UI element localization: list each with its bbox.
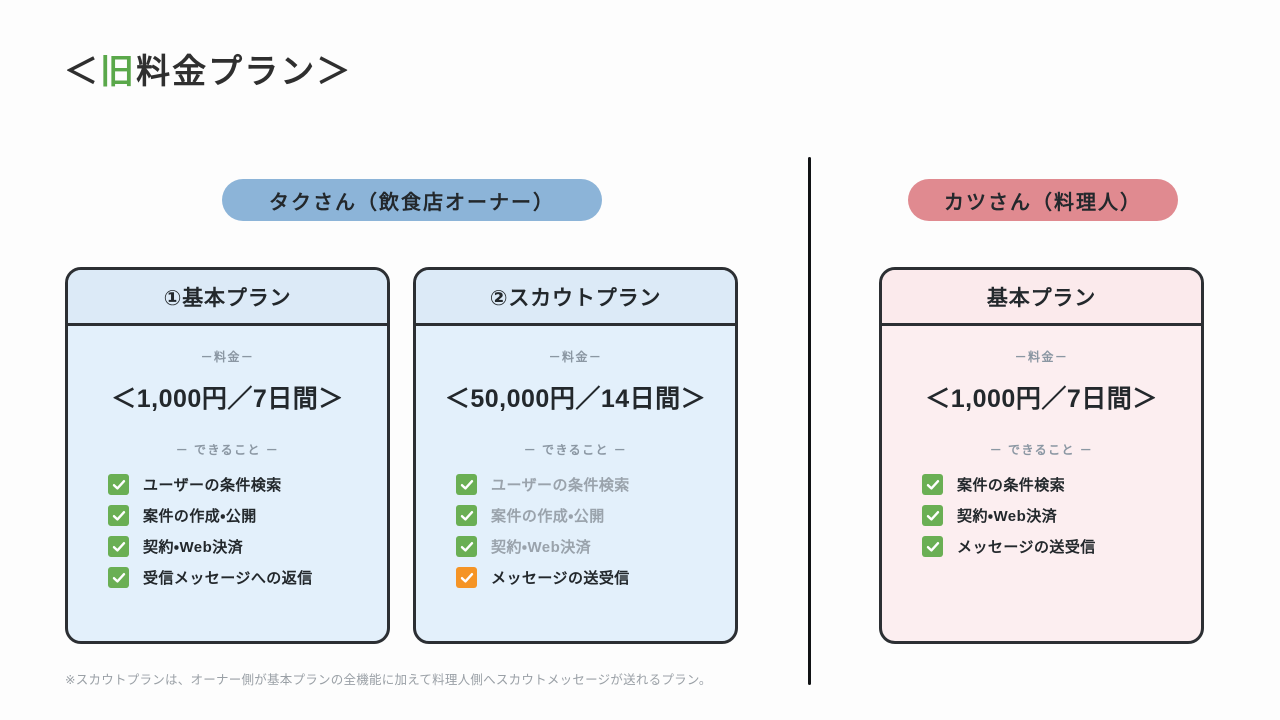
feature-item: ユーザーの条件検索 [108,474,387,495]
feature-label: メッセージの送受信 [491,570,630,587]
features-section-label: － できること － [175,443,280,457]
check-icon [108,567,129,588]
plan-card-body: －料金－ ＜1,000円／7日間＞ － できること － ユーザーの条件検索 案件… [68,326,387,641]
feature-item: 契約・Web決済 [108,536,387,557]
price-section-label: －料金－ [548,350,603,364]
plan-card-chef-basic[interactable]: 基本プラン －料金－ ＜1,000円／7日間＞ － できること － 案件の条件検… [879,267,1204,644]
persona-badge-owner: タクさん（飲食店オーナー） [222,179,602,221]
check-icon [456,567,477,588]
plan-card-header: ②スカウトプラン [416,270,735,326]
section-divider [808,157,811,685]
price-section-label: －料金－ [1014,350,1069,364]
plan-card-owner-basic[interactable]: ①基本プラン －料金－ ＜1,000円／7日間＞ － できること － ユーザーの… [65,267,390,644]
plan-card-header: ①基本プラン [68,270,387,326]
plan-price: ＜1,000円／7日間＞ [111,385,344,413]
feature-item-highlighted: メッセージの送受信 [456,567,735,588]
feature-item: 案件の作成・公開 [456,505,735,526]
check-icon [456,536,477,557]
page-title-prefix: ＜ [64,53,101,91]
persona-badge-chef: カツさん（料理人） [908,179,1178,221]
check-icon [456,505,477,526]
plan-price: ＜1,000円／7日間＞ [925,385,1158,413]
plan-title: 基本プラン [986,286,1097,310]
persona-badge-owner-label: タクさん（飲食店オーナー） [269,191,555,214]
plan-title: ②スカウトプラン [489,286,662,310]
feature-item: メッセージの送受信 [922,536,1201,557]
page-title-rest: 料金プラン＞ [136,53,353,91]
feature-item: 契約・Web決済 [456,536,735,557]
feature-label: 契約・Web決済 [957,508,1058,525]
feature-label: 案件の作成・公開 [491,508,605,525]
check-icon [108,536,129,557]
check-icon [108,474,129,495]
check-icon [922,474,943,495]
plan-card-owner-scout[interactable]: ②スカウトプラン －料金－ ＜50,000円／14日間＞ － できること － ユ… [413,267,738,644]
check-icon [922,505,943,526]
plan-price: ＜50,000円／14日間＞ [444,385,707,413]
plan-card-body: －料金－ ＜50,000円／14日間＞ － できること － ユーザーの条件検索 … [416,326,735,641]
persona-badge-chef-label: カツさん（料理人） [944,191,1142,214]
feature-item: 案件の作成・公開 [108,505,387,526]
feature-label: 案件の作成・公開 [143,508,257,525]
feature-item: 受信メッセージへの返信 [108,567,387,588]
check-icon [922,536,943,557]
feature-item: ユーザーの条件検索 [456,474,735,495]
feature-item: 契約・Web決済 [922,505,1201,526]
check-icon [108,505,129,526]
feature-label: 契約・Web決済 [143,539,244,556]
features-section-label: － できること － [989,443,1094,457]
feature-label: ユーザーの条件検索 [143,477,282,494]
plan-card-header: 基本プラン [882,270,1201,326]
feature-list: ユーザーの条件検索 案件の作成・公開 契約・Web決済 受信メッセージへの返信 [68,474,387,588]
feature-label: 受信メッセージへの返信 [143,570,313,587]
feature-label: メッセージの送受信 [957,539,1096,556]
features-section-label: － できること － [523,443,628,457]
check-icon [456,474,477,495]
plan-title: ①基本プラン [163,286,292,310]
feature-item: 案件の条件検索 [922,474,1201,495]
feature-label: ユーザーの条件検索 [491,477,630,494]
footnote: ※スカウトプランは、オーナー側が基本プランの全機能に加えて料理人側へスカウトメッ… [65,673,712,687]
feature-list: 案件の条件検索 契約・Web決済 メッセージの送受信 [882,474,1201,557]
plan-card-body: －料金－ ＜1,000円／7日間＞ － できること － 案件の条件検索 契約・W… [882,326,1201,641]
page-title: ＜旧料金プラン＞ [64,44,352,93]
price-section-label: －料金－ [200,350,255,364]
page-title-highlight: 旧 [100,53,137,91]
feature-label: 契約・Web決済 [491,539,592,556]
feature-list: ユーザーの条件検索 案件の作成・公開 契約・Web決済 メッセージの送受信 [416,474,735,588]
feature-label: 案件の条件検索 [957,477,1066,494]
